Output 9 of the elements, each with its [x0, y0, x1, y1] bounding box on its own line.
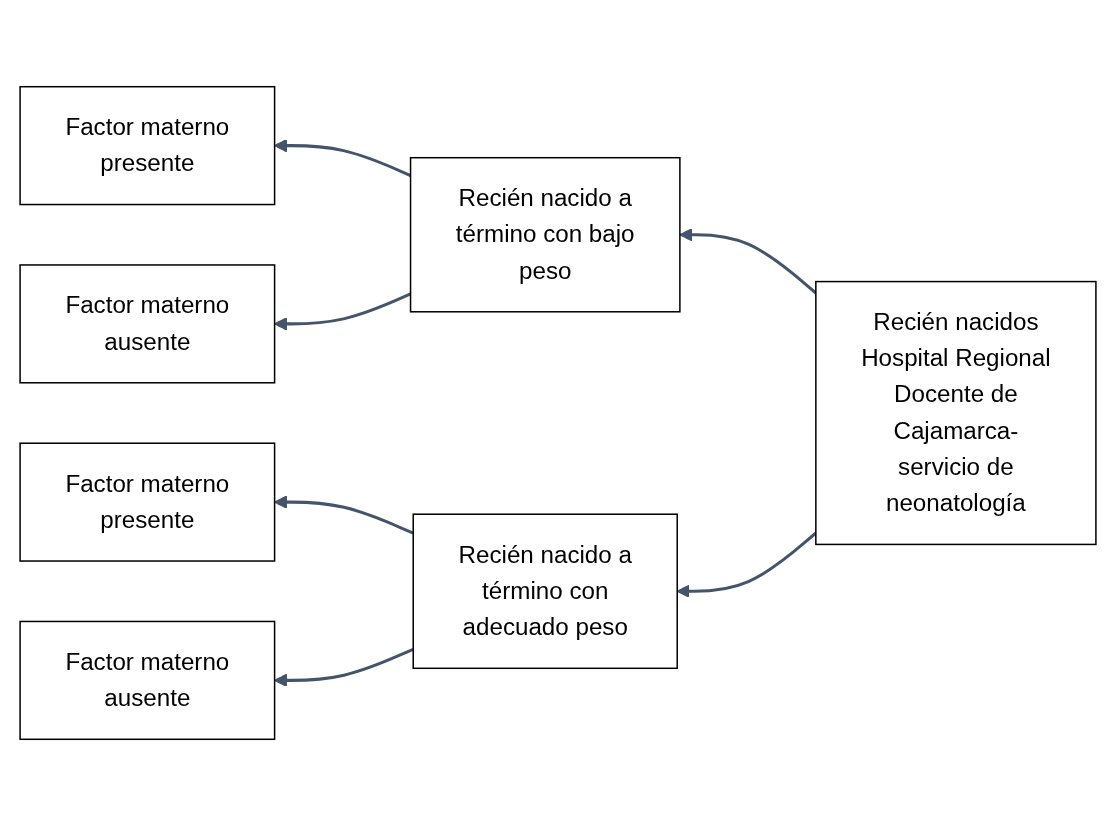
node-box: Recién nacido a término con bajo peso [409, 156, 681, 313]
node-box: Factor materno presente [19, 441, 276, 562]
node-box: Factor materno ausente [19, 620, 276, 740]
arrow [274, 495, 414, 535]
arrow [274, 647, 414, 687]
node-box: Recién nacido a término con adecuado peso [412, 512, 678, 669]
node-box: Recién nacidos Hospital Regional Docente de Cajamarca- servicio de neonatología [815, 280, 1097, 545]
node-box: Factor materno presente [19, 85, 276, 205]
node-box: Factor materno ausente [19, 263, 276, 384]
